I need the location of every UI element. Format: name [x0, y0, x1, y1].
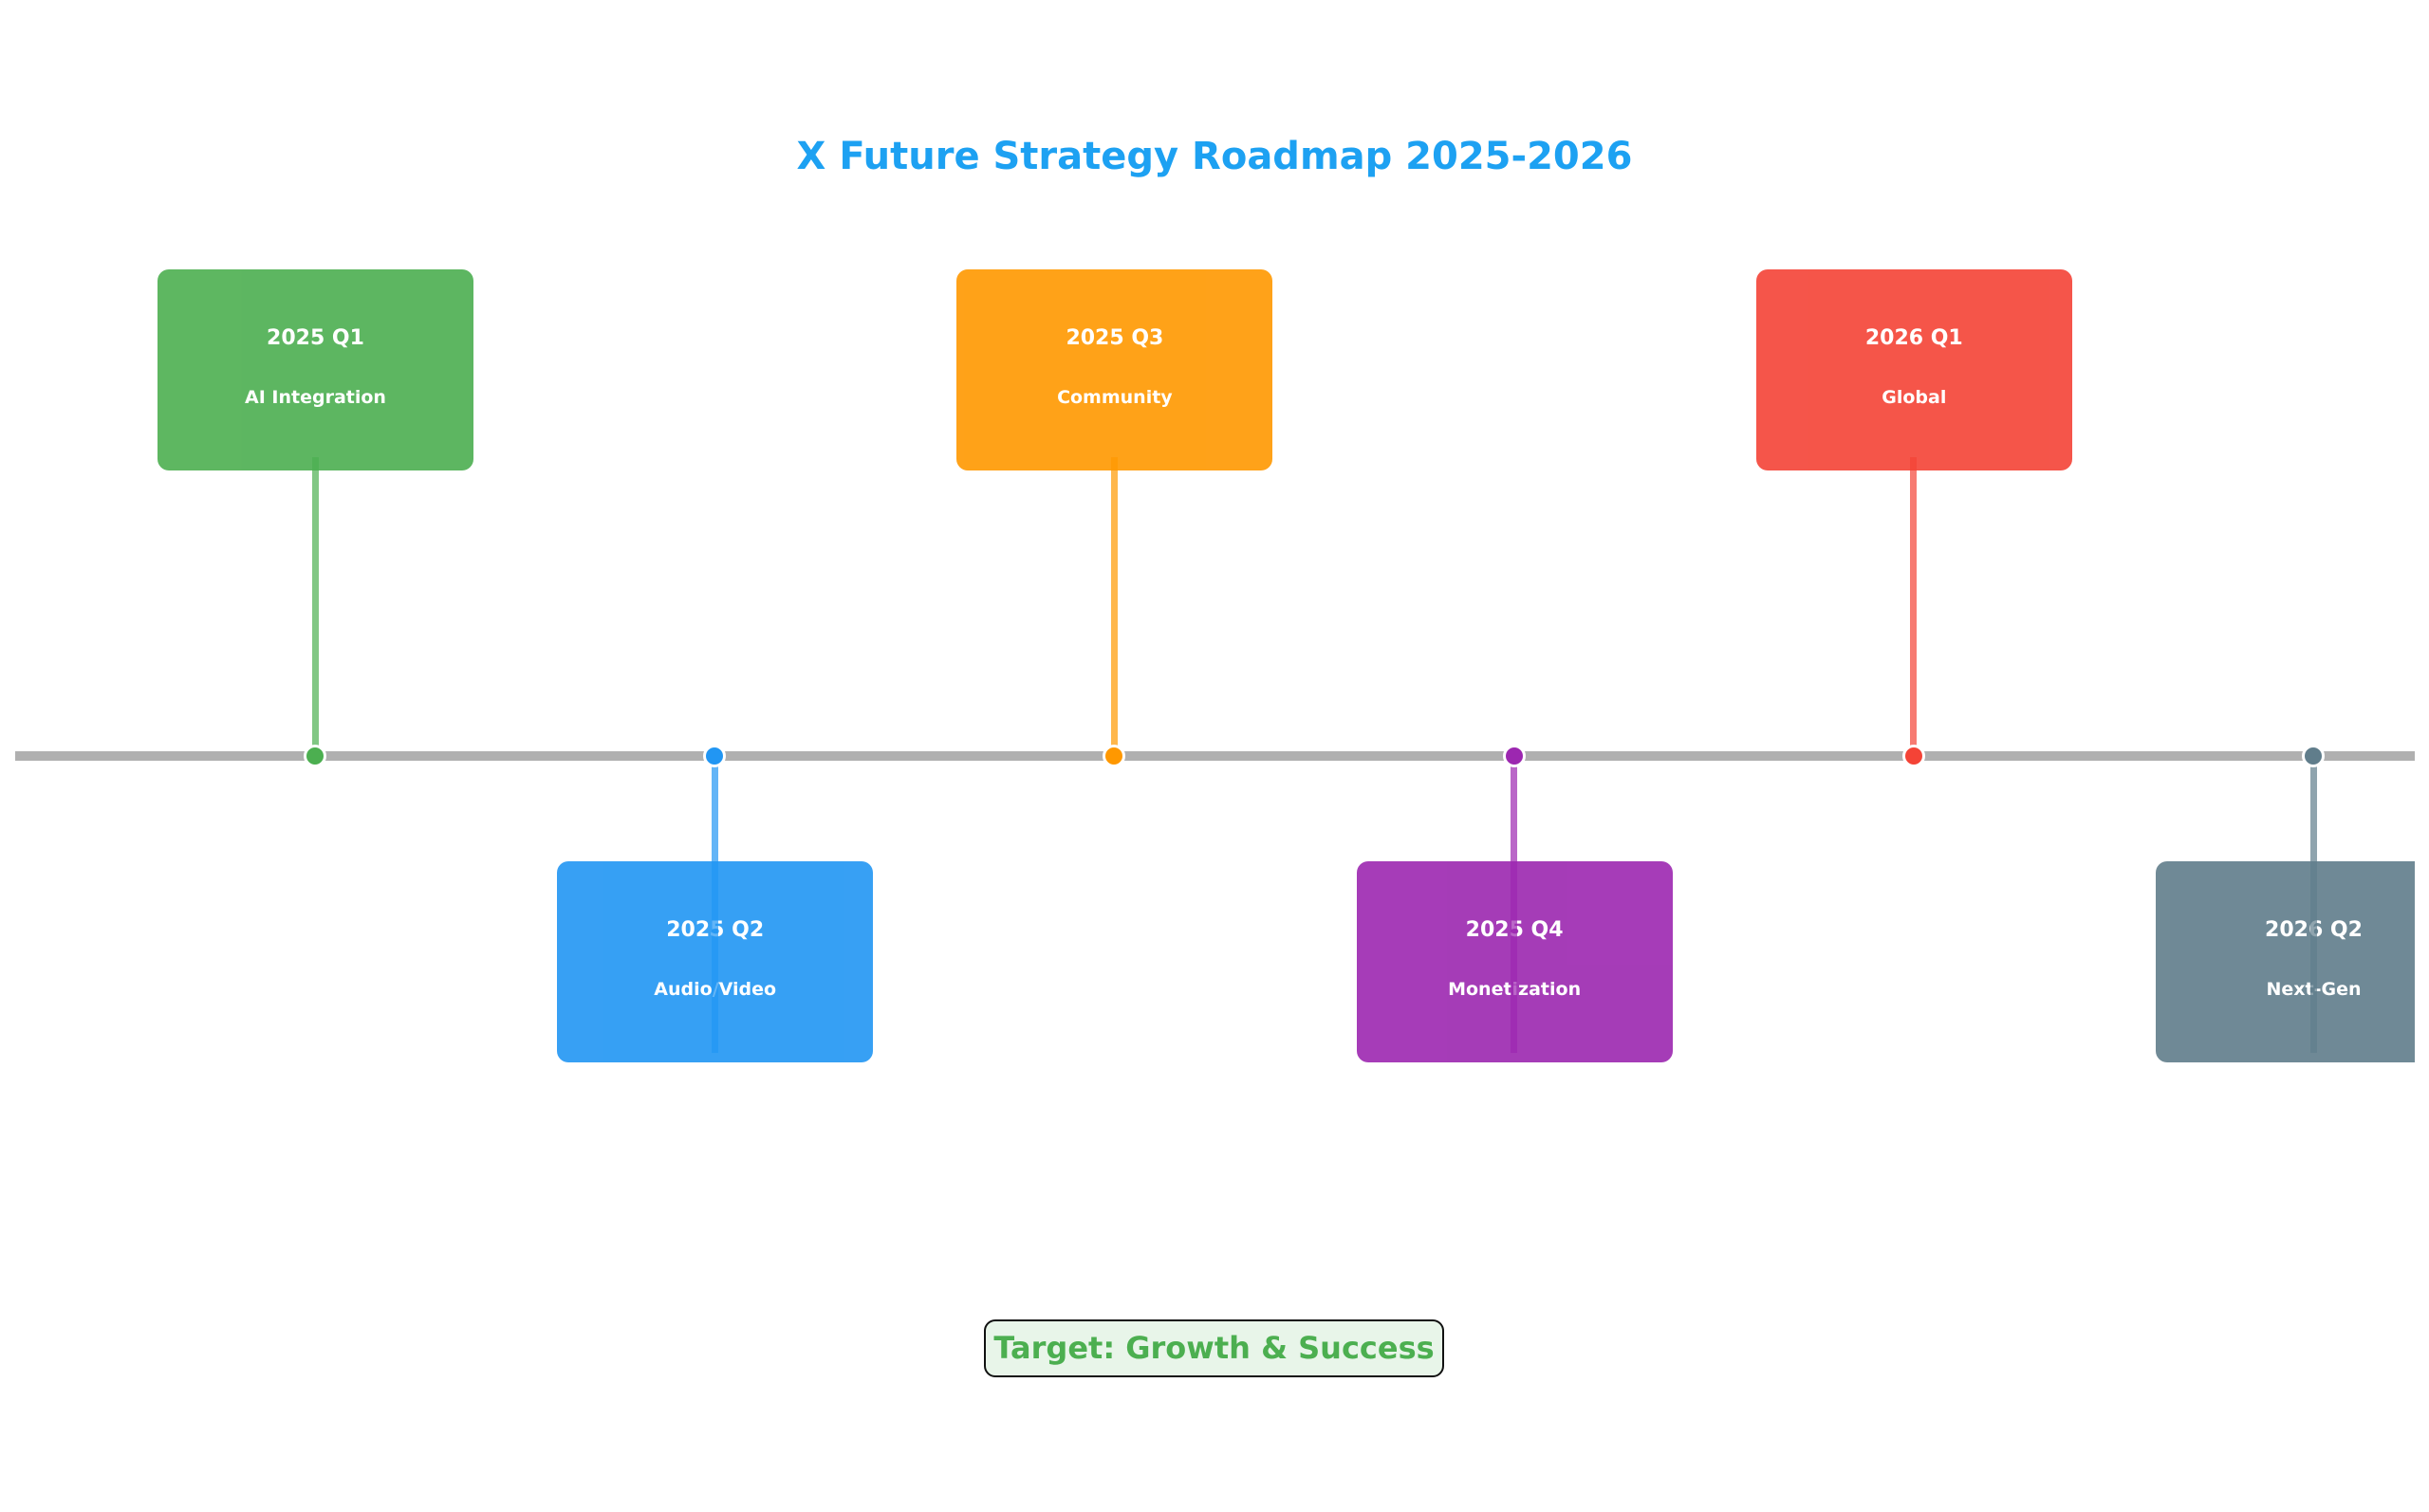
target-banner: Target: Growth & Success: [984, 1319, 1444, 1377]
milestone-card: 2026 Q1 Global: [1755, 269, 2072, 470]
milestone-marker: [703, 745, 727, 767]
timeline-axis: [15, 751, 2415, 761]
milestone-label: AI Integration: [245, 387, 386, 408]
milestone-marker: [304, 745, 326, 767]
milestone-quarter: 2025 Q3: [1066, 326, 1164, 350]
milestone-card: 2025 Q3 Community: [956, 269, 1273, 470]
milestone-marker: [1901, 745, 1925, 767]
milestone-marker: [1502, 745, 1526, 767]
page-title: X Future Strategy Roadmap 2025-2026: [796, 135, 1633, 178]
milestone-quarter: 2026 Q1: [1864, 326, 1963, 350]
milestone-label: Next-Gen: [2156, 979, 2415, 1000]
milestone-card: 2025 Q1 AI Integration: [158, 269, 473, 470]
milestone-marker: [1103, 745, 1126, 767]
milestone-card: 2026 Q2 Next-Gen: [2156, 861, 2415, 1062]
milestone-quarter: 2026 Q2: [2265, 918, 2363, 942]
milestone-label: Community: [1057, 387, 1173, 408]
milestone-connector: [2309, 766, 2317, 1053]
milestone-connector: [1110, 457, 1118, 747]
milestone-connector: [1511, 766, 1518, 1053]
milestone-marker: [2302, 745, 2325, 767]
milestone-connector: [1910, 457, 1918, 747]
milestone-quarter: 2025 Q1: [267, 326, 364, 350]
milestone-connector: [311, 457, 319, 747]
milestone-connector: [711, 766, 718, 1053]
milestone-label: Global: [1882, 387, 1947, 408]
